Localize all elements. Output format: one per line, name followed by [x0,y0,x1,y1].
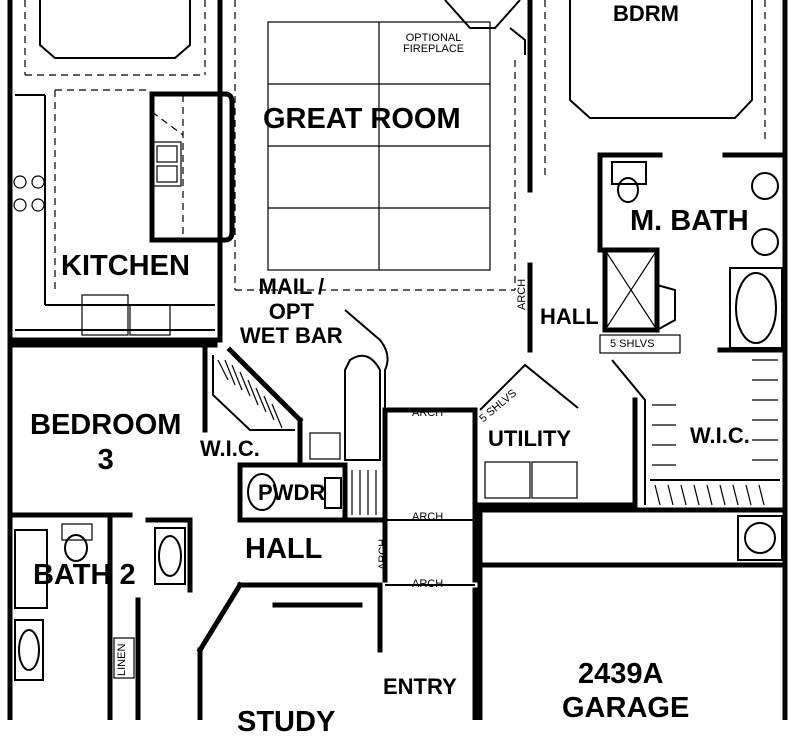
linen-label: LINEN [116,643,128,676]
wic-left-label: W.I.C. [200,436,260,461]
arch-3-label: ARCH [412,578,444,590]
shelves-master-label: 5 SHLVS [610,338,655,350]
pwdr-shelves [351,470,377,515]
mail-wet-bar-label: MAIL / OPT WET BAR [240,274,343,349]
bdrm-label: BDRM [613,1,679,26]
great-room-label: GREAT ROOM [263,103,461,135]
study-label: STUDY [237,706,336,738]
arch-left-vertical-label: ARCH [377,538,389,570]
master-bath-label: M. BATH [630,205,749,237]
master-bath-fixtures [599,161,783,354]
bath2-fixtures [14,523,186,681]
pwdr-label: PWDR [258,480,326,505]
utility-label: UTILITY [488,426,572,451]
kitchen-island [149,91,235,243]
walls [7,0,788,720]
kitchen-counters [13,89,215,336]
arch-vertical-label: ARCH [516,278,528,310]
entry-label: ENTRY [383,674,457,699]
floor-plan [7,0,788,720]
arch-2-label: ARCH [412,511,444,523]
arch-1-label: ARCH [412,407,444,419]
wic-right-label: W.I.C. [690,423,750,448]
wic-right-shelves [611,359,780,506]
fixtures [13,0,783,681]
garage-label: GARAGE [562,692,690,724]
optional-fireplace-label: OPTIONAL FIREPLACE [403,32,465,55]
hall-center-label: HALL [245,533,323,565]
bedroom3-label: BEDROOM 3 [30,409,182,476]
great-room-rug [267,21,491,271]
bath2-label: BATH 2 [33,559,136,591]
kitchen-label: KITCHEN [61,250,190,282]
garage-code-label: 2439A [578,658,664,690]
hall-right-label: HALL [540,304,599,329]
wic-left-shelves [212,355,295,431]
